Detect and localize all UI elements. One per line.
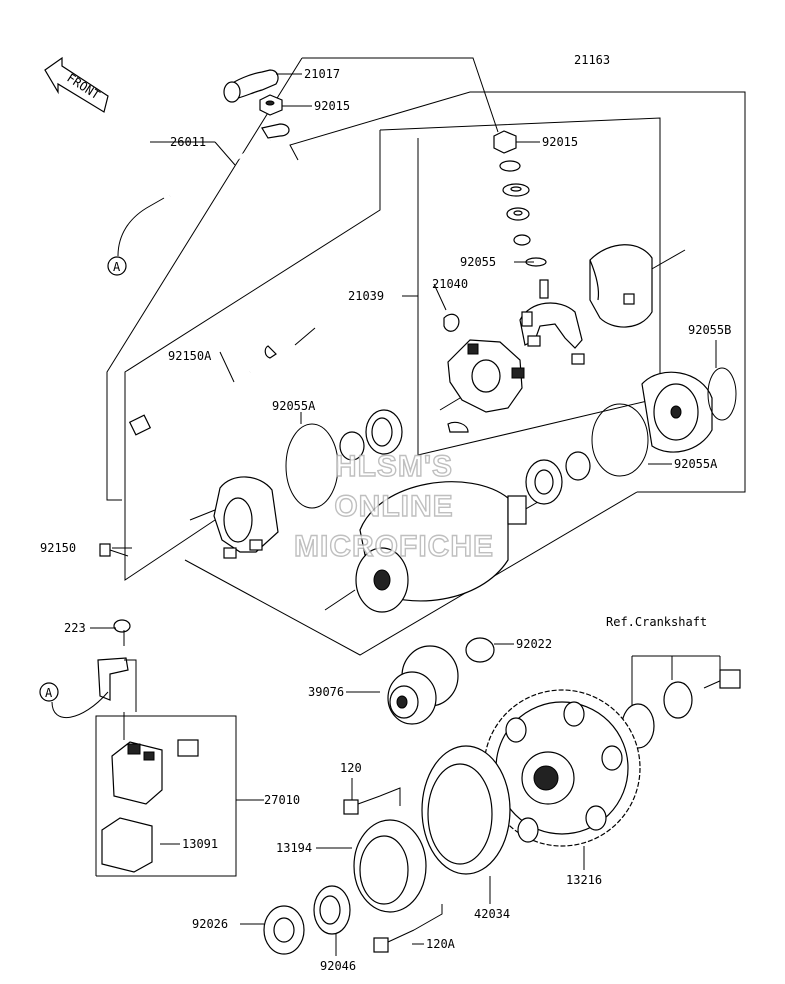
connector-a-bottom: A <box>39 682 59 702</box>
o-ring-right-part[interactable] <box>591 403 649 477</box>
callout-92015: 92015 <box>542 135 578 149</box>
bolt-120-part[interactable] <box>343 795 381 815</box>
watermark-line3: MICROFICHE <box>294 530 494 563</box>
relay-bracket-part[interactable] <box>97 657 129 701</box>
fuse-part[interactable] <box>177 739 199 757</box>
callout-92046: 92046 <box>320 959 356 973</box>
watermark: HLSM'S ONLINE MICROFICHE <box>293 449 494 563</box>
callout-92150a: 92150A <box>168 349 212 363</box>
clip-part[interactable] <box>264 345 277 359</box>
thrust-washer-part[interactable] <box>465 637 495 663</box>
bolt-120a-part[interactable] <box>373 929 415 953</box>
long-bolt-part[interactable] <box>128 370 251 436</box>
starter-clutch-gear-part[interactable] <box>483 689 641 847</box>
starter-cable-part[interactable] <box>117 123 290 257</box>
front-cover-part[interactable] <box>213 476 279 559</box>
callout-21017: 21017 <box>304 67 340 81</box>
starter-relay-part[interactable] <box>111 741 163 805</box>
callout-92055b: 92055B <box>688 323 731 337</box>
terminal-boot-part[interactable] <box>223 69 279 103</box>
nut-top-part[interactable] <box>259 94 283 116</box>
callout-13216: 13216 <box>566 873 602 887</box>
callout-26011: 26011 <box>170 135 206 149</box>
bearing-right-part[interactable] <box>525 459 563 505</box>
callout-13194: 13194 <box>276 841 312 855</box>
nut-stack-part[interactable] <box>493 130 517 154</box>
bearing-left-part[interactable] <box>365 409 403 455</box>
idle-gear-part[interactable] <box>387 645 459 725</box>
connector-a-bottom-label: A <box>45 686 53 700</box>
screw-223-part[interactable] <box>113 619 131 646</box>
callout-21163: 21163 <box>574 53 610 67</box>
brush-plate-part[interactable] <box>519 279 585 365</box>
front-arrow-icon: FRONT <box>44 56 109 113</box>
callout-92055a-right: 92055A <box>674 457 718 471</box>
callout-21039: 21039 <box>348 289 384 303</box>
callout-21040: 21040 <box>432 277 468 291</box>
callout-92026: 92026 <box>192 917 228 931</box>
connector-a-top: A <box>107 256 127 276</box>
brush-holder-part[interactable] <box>447 339 525 413</box>
callout-39076: 39076 <box>308 685 344 699</box>
washer-right-part[interactable] <box>565 451 591 481</box>
callout-92150: 92150 <box>40 541 76 555</box>
end-cap-part[interactable] <box>589 244 653 328</box>
o-ring-small-part[interactable] <box>707 367 737 421</box>
o-ring-left-part[interactable] <box>285 423 339 509</box>
callout-120: 120 <box>340 761 362 775</box>
callout-13091: 13091 <box>182 837 218 851</box>
brush-part[interactable] <box>447 421 469 433</box>
clutch-housing-part[interactable] <box>421 745 511 875</box>
watermark-line1: HLSM'S <box>335 450 453 483</box>
callout-92015-top: 92015 <box>314 99 350 113</box>
short-bolt-part[interactable] <box>99 543 129 557</box>
assembly-outline-starter <box>106 57 746 656</box>
watermark-line2: ONLINE <box>334 490 453 523</box>
armature-part[interactable] <box>355 481 527 613</box>
connector-a-top-label: A <box>113 260 121 274</box>
callout-ref-crankshaft: Ref.Crankshaft <box>606 615 707 629</box>
callout-92055a-left: 92055A <box>272 399 316 413</box>
crank-bolt-part[interactable] <box>703 669 741 689</box>
brush-spring-part[interactable] <box>443 313 460 332</box>
callout-92022: 92022 <box>516 637 552 651</box>
callout-27010: 27010 <box>264 793 300 807</box>
callout-92055: 92055 <box>460 255 496 269</box>
washer-left-part[interactable] <box>339 431 365 461</box>
washer-stack-part[interactable] <box>499 160 547 267</box>
one-way-clutch-part[interactable] <box>353 819 427 913</box>
rear-cover-part[interactable] <box>641 371 713 453</box>
callout-223: 223 <box>64 621 86 635</box>
callout-120a: 120A <box>426 937 456 951</box>
needle-bearing-part[interactable] <box>313 885 351 935</box>
callout-42034: 42034 <box>474 907 510 921</box>
relay-cover-part[interactable] <box>101 817 153 873</box>
